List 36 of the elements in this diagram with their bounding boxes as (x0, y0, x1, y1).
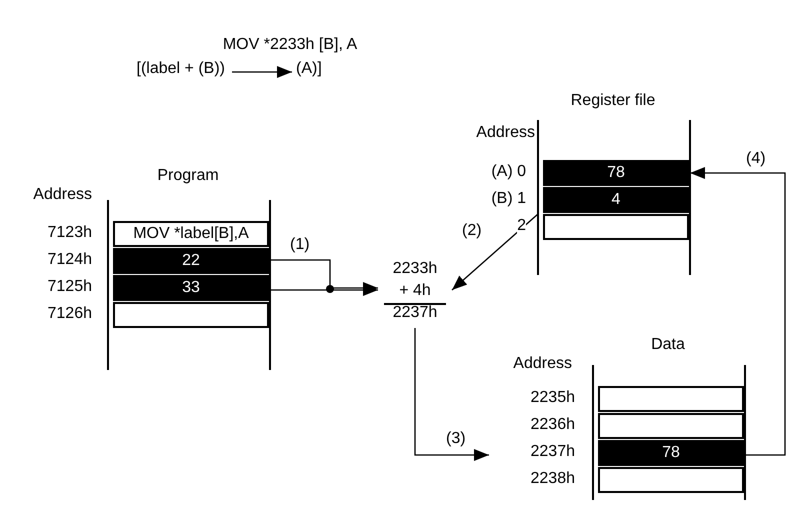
memory-cell: 78 (543, 160, 689, 186)
memory-cell (543, 214, 689, 240)
arrow (414, 328, 489, 461)
memory-cell (598, 413, 744, 439)
memory-cell: 4 (543, 187, 689, 213)
memory-cell (598, 386, 744, 412)
formula-text: [(label + (B)) (136, 60, 225, 78)
memory-cell: 22 (113, 248, 269, 274)
arrow (690, 167, 786, 456)
memory-column (537, 120, 691, 275)
address-label: (A) 0 (491, 163, 526, 181)
column-heading: Register file (570, 92, 656, 110)
address-label: 2 (517, 217, 526, 235)
address-sum-text: 2233h (392, 260, 438, 278)
address-sum-text: 2237h (392, 304, 438, 322)
edge-label: (1) (290, 236, 310, 254)
address-heading: Address (476, 124, 535, 142)
address-label: (B) 1 (491, 190, 526, 208)
addend-text: + 4h (398, 282, 432, 300)
memory-cell (598, 467, 744, 493)
formula-text: (A)] (296, 60, 322, 78)
memory-cell: 33 (113, 275, 269, 301)
address-heading: Address (33, 186, 92, 204)
memory-cell (113, 302, 269, 328)
address-heading: Address (513, 355, 572, 373)
arrow (452, 214, 538, 290)
memory-column (107, 200, 271, 370)
edge-label: (2) (462, 222, 482, 240)
edge-label: (4) (746, 150, 766, 168)
title: MOV *2233h [B], A (222, 36, 358, 54)
memory-column (592, 365, 746, 500)
edge-label: (3) (446, 430, 466, 448)
memory-cell: 78 (598, 440, 744, 466)
memory-cell: MOV *label[B],A (113, 221, 269, 247)
column-heading: Data (650, 336, 686, 354)
column-heading: Program (156, 167, 220, 185)
